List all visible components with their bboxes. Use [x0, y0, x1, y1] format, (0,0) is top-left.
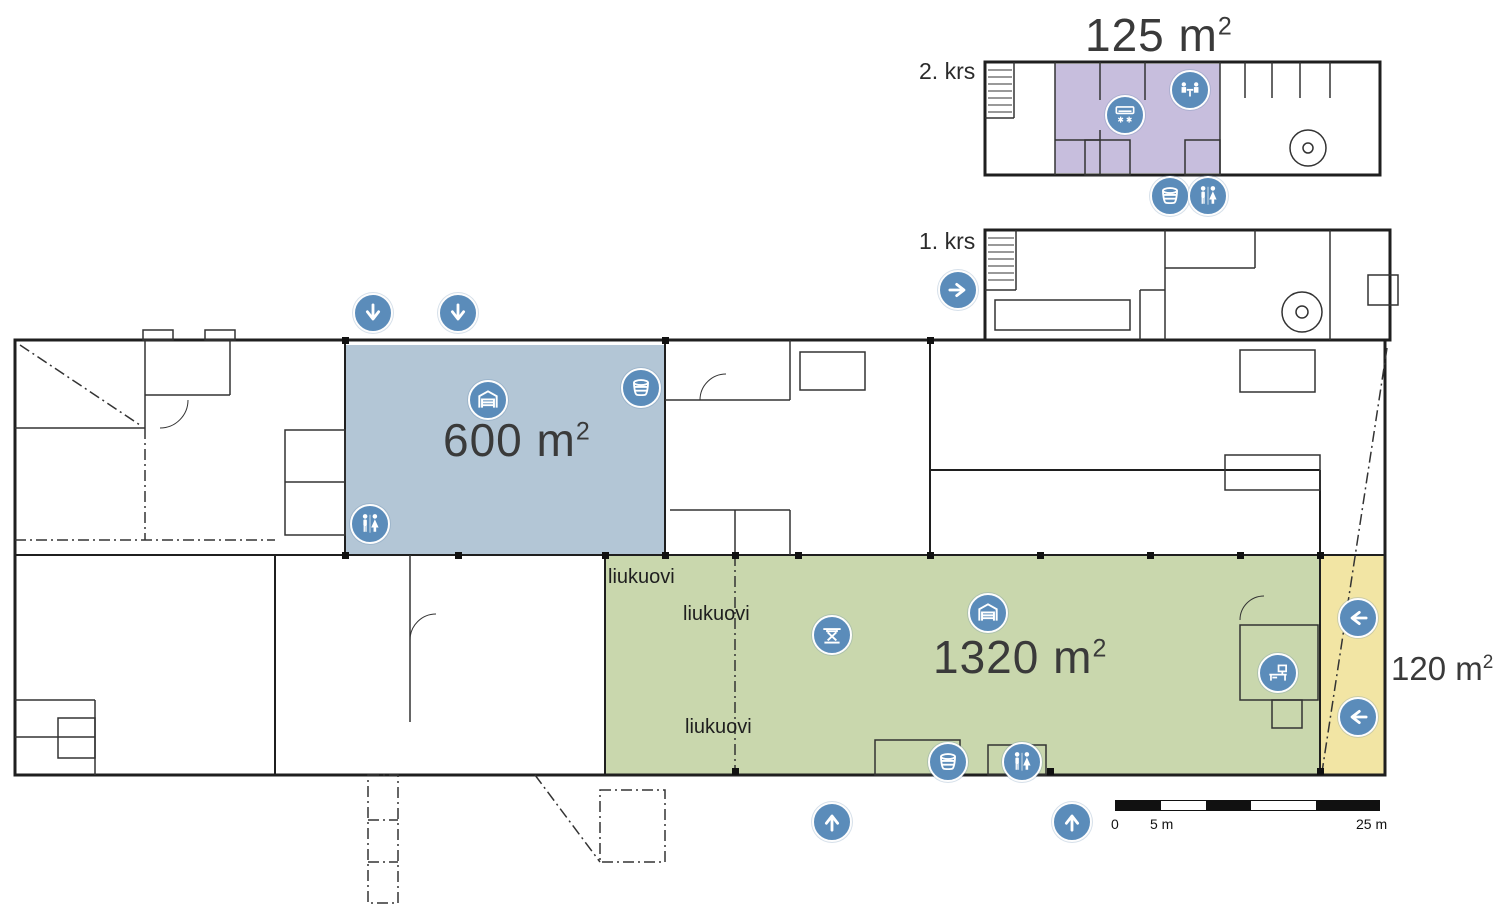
scale-bar: [1115, 800, 1380, 811]
entrance-up-arrow-icon: [812, 802, 852, 842]
entrance-right-arrow-icon: [938, 270, 978, 310]
zone-yellow-120: [1320, 555, 1385, 775]
scale-segment: [1161, 801, 1206, 810]
scale-segment: [1206, 801, 1251, 810]
scale-label-mid: 5 m: [1150, 816, 1174, 832]
entrance-left-arrow-icon: [1338, 697, 1378, 737]
area-label-1320: 1320 m2: [933, 631, 1108, 683]
office-desk-icon: [1258, 653, 1298, 693]
garage-door-icon: [468, 380, 508, 420]
wc-icon: [1188, 176, 1228, 216]
scale-label-end: 25 m: [1356, 816, 1388, 832]
area-label-120: 120 m2: [1391, 650, 1494, 687]
liukuovi-label-3: liukuovi: [685, 716, 752, 738]
liukuovi-label-1: liukuovi: [608, 566, 675, 588]
area-label-125: 125 m2: [1085, 9, 1233, 61]
entrance-down-arrow-icon: [438, 293, 478, 333]
garage-door-icon: [968, 593, 1008, 633]
wc-icon: [1002, 742, 1042, 782]
entrance-up-arrow-icon: [1052, 802, 1092, 842]
waste-container-icon: [621, 368, 661, 408]
meeting-room-icon: [1170, 70, 1210, 110]
area-label-600: 600 m2: [443, 414, 591, 466]
air-conditioning-icon: [1105, 95, 1145, 135]
entrance-left-arrow-icon: [1338, 598, 1378, 638]
waste-container-icon: [1150, 176, 1190, 216]
scale-label-start: 0: [1111, 816, 1119, 832]
floor-label-2krs: 2. krs: [919, 58, 976, 84]
scale-segment: [1251, 801, 1316, 810]
entrance-down-arrow-icon: [353, 293, 393, 333]
floor-label-1krs: 1. krs: [919, 228, 976, 254]
liukuovi-label-2: liukuovi: [683, 603, 750, 625]
scale-segment: [1316, 801, 1379, 810]
wc-icon: [350, 504, 390, 544]
scale-segment: [1116, 801, 1161, 810]
waste-container-icon: [928, 742, 968, 782]
work-table-icon: [812, 615, 852, 655]
